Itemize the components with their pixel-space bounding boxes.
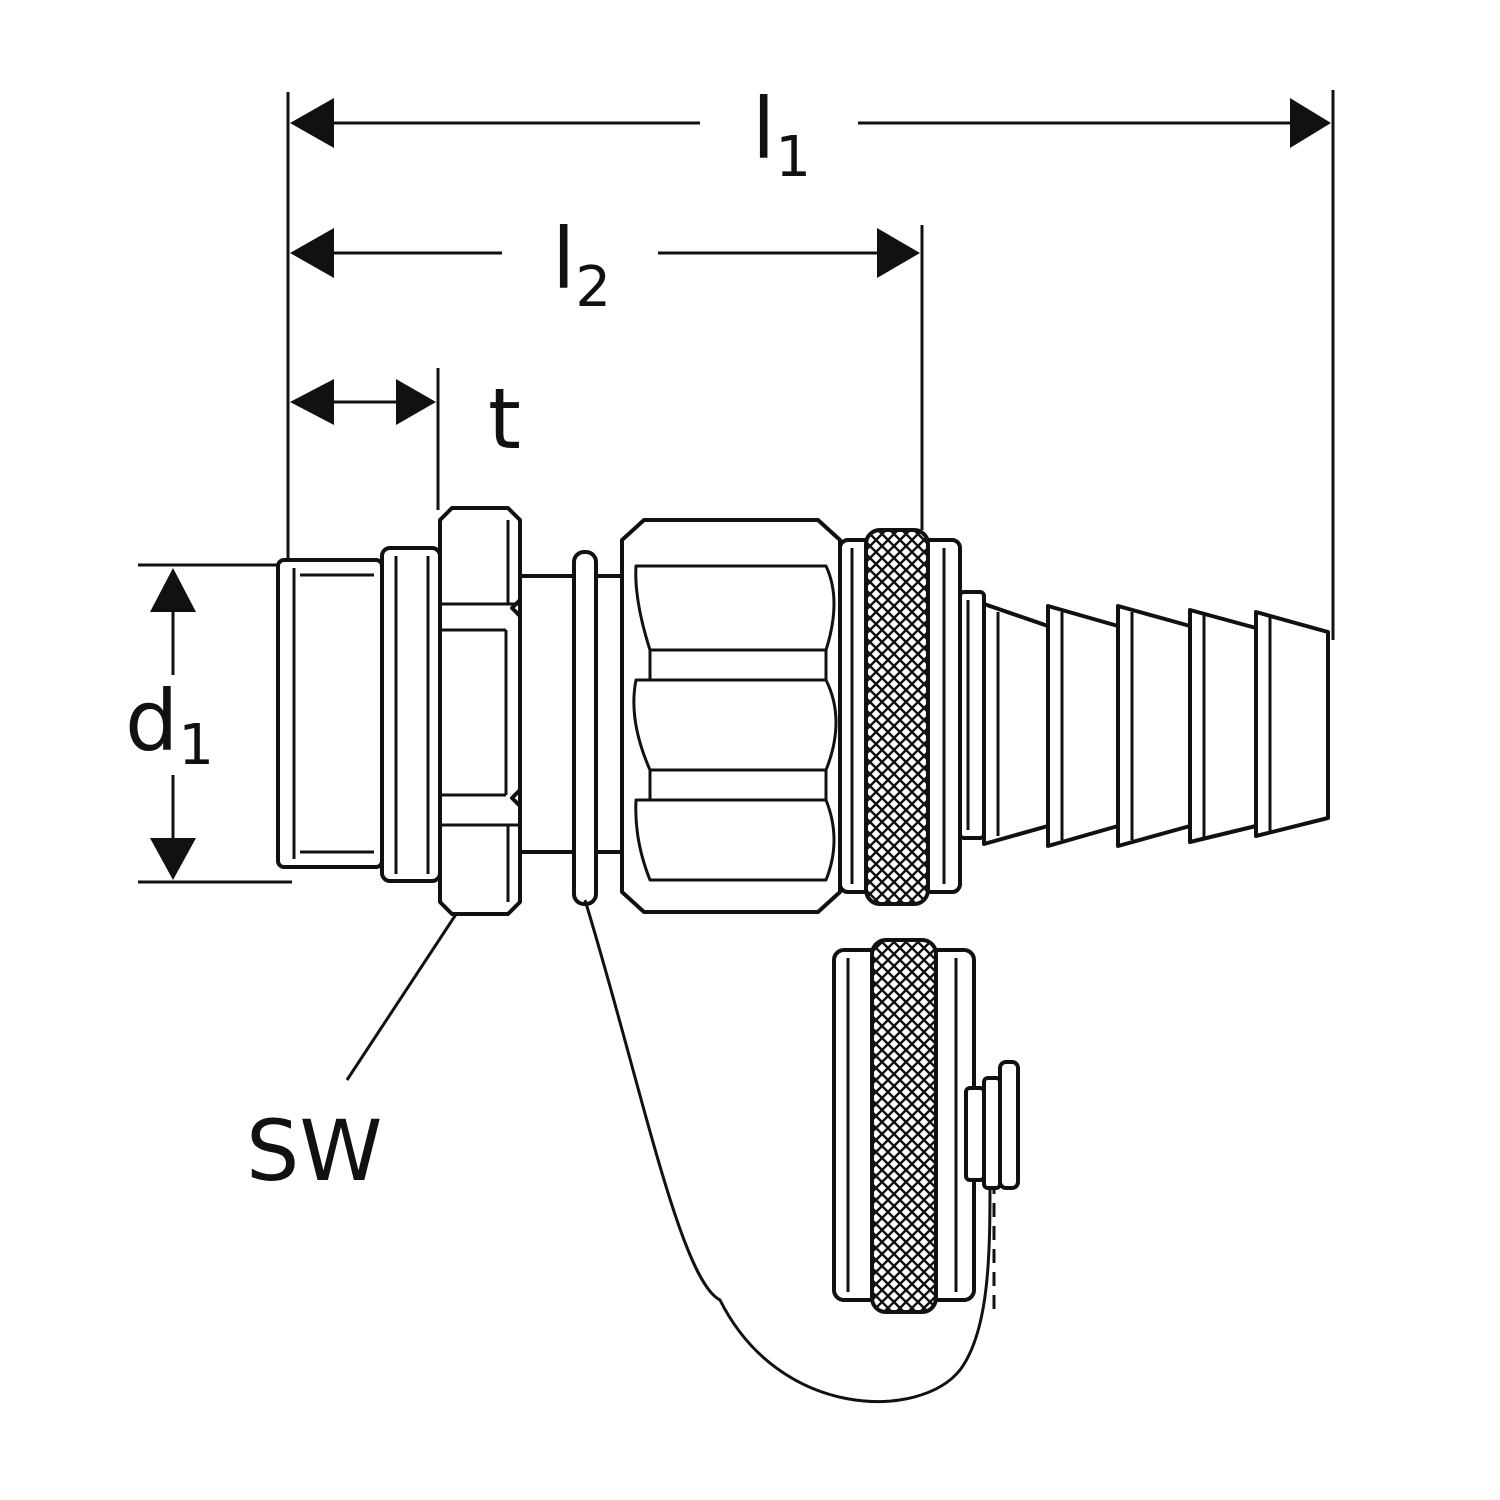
dimension-lines [138,90,1335,1081]
union-nut [620,518,842,914]
label-l1: l1 [752,80,811,190]
hex-nut [438,506,522,916]
dimension-arrows [150,98,1331,880]
threaded-end [276,558,384,869]
label-sw: SW [246,1102,382,1200]
label-t: t [488,370,521,468]
sw-leader-line [345,892,472,1081]
arrow-l2-right [877,228,920,278]
arrow-t-right [396,379,436,425]
arrow-l1-right [1290,98,1331,148]
tether [583,899,996,1403]
arrow-d1-bottom [150,838,196,880]
hose-barb [982,602,1330,848]
dust-cap [832,938,1020,1314]
collar [380,546,442,883]
arrow-d1-top [150,568,196,612]
barb-collar [958,590,986,840]
arrow-t-left [290,379,334,425]
label-l2: l2 [552,210,611,320]
knurled-sleeve [838,528,962,906]
fitting-body [276,506,1330,916]
label-d1: d1 [125,672,214,778]
arrow-l2-left [290,228,334,278]
arrow-l1-left [290,98,334,148]
retaining-ring [572,550,598,906]
